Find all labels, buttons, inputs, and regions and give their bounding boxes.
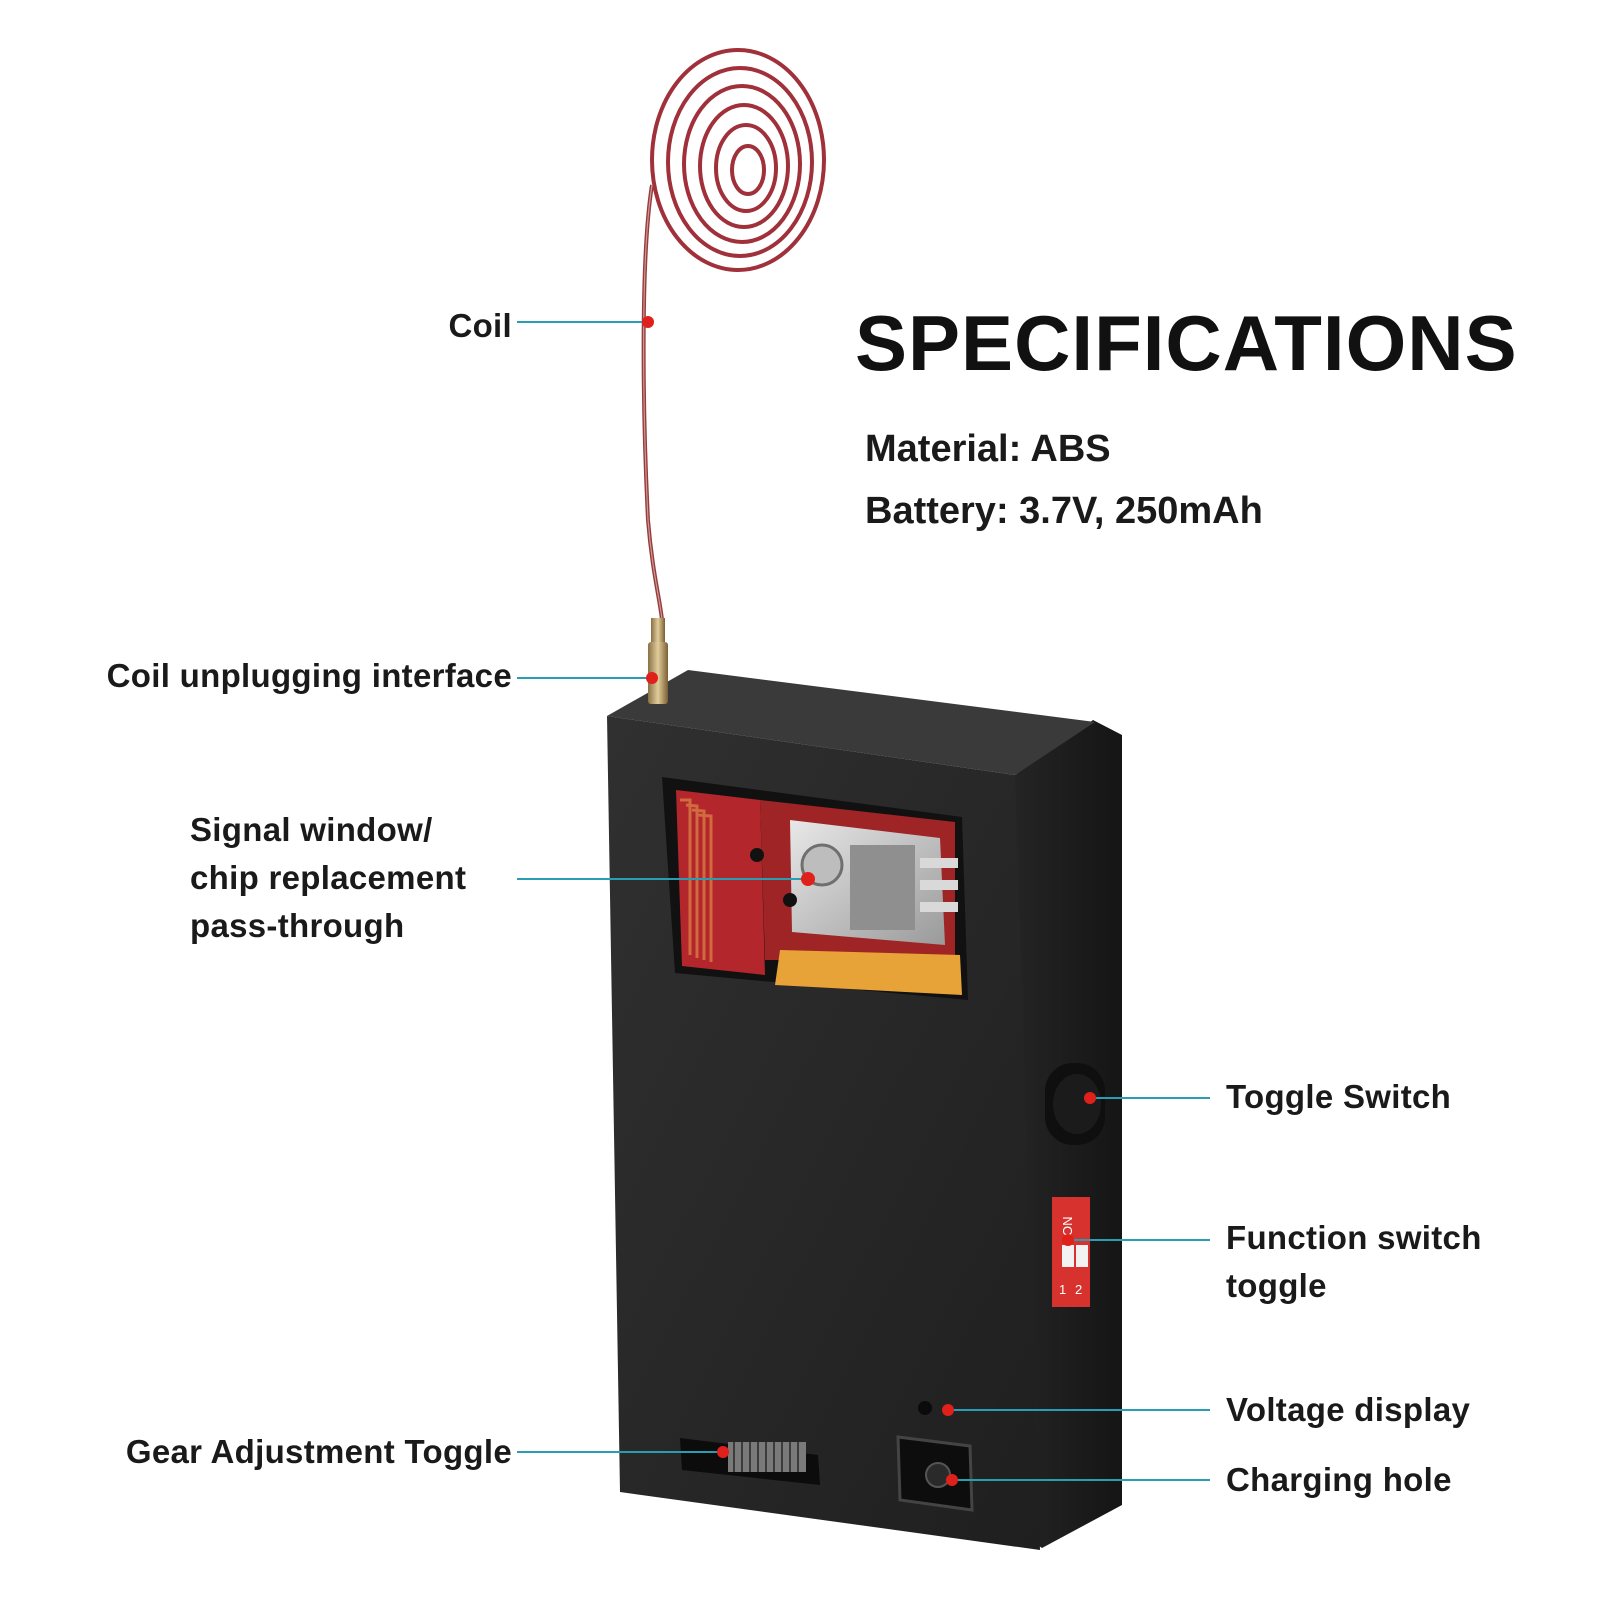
- marker-voltage-display: [942, 1404, 954, 1416]
- label-toggle-switch: Toggle Switch: [1226, 1078, 1452, 1115]
- marker-coil-interface: [646, 672, 658, 684]
- label-signal-window-line2: chip replacement: [190, 858, 467, 896]
- label-coil: Coil: [448, 307, 512, 344]
- dip-2-text: 2: [1075, 1282, 1082, 1297]
- marker-toggle-switch: [1084, 1092, 1096, 1104]
- label-signal-window-line1: Signal window/: [190, 811, 433, 848]
- coil-spiral: [650, 48, 826, 272]
- signal-window: [662, 777, 968, 1000]
- charging-jack: [896, 1435, 974, 1512]
- voltage-display-hole: [918, 1401, 932, 1415]
- coil-connector: [648, 618, 668, 704]
- function-switch: ON 1 2: [1052, 1197, 1090, 1307]
- marker-coil: [642, 316, 654, 328]
- label-voltage-display: Voltage display: [1226, 1391, 1471, 1428]
- leader-lines: [517, 321, 1210, 1481]
- label-function-switch: Function switch toggle: [1226, 1214, 1482, 1310]
- label-charging-hole: Charging hole: [1226, 1461, 1452, 1498]
- label-function-switch-line2: toggle: [1226, 1266, 1327, 1304]
- spec-material: Material: ABS: [865, 428, 1111, 470]
- marker-signal-window: [801, 872, 815, 886]
- specifications-title: SPECIFICATIONS: [855, 299, 1518, 387]
- dip-on-text: ON: [1060, 1217, 1075, 1237]
- case-top: [607, 670, 1095, 775]
- marker-charging-hole: [946, 1474, 958, 1486]
- dip-1-text: 1: [1059, 1282, 1066, 1297]
- marker-gear-adjustment: [717, 1446, 729, 1458]
- toggle-switch: [1045, 1063, 1105, 1145]
- label-signal-window: Signal window/ chip replacement pass-thr…: [190, 806, 466, 950]
- label-function-switch-line1: Function switch: [1226, 1219, 1482, 1256]
- spec-battery: Battery: 3.7V, 250mAh: [865, 490, 1263, 532]
- marker-dots: [642, 316, 1096, 1486]
- gear-wheel: [680, 1438, 820, 1485]
- label-coil-interface: Coil unplugging interface: [106, 657, 512, 694]
- label-signal-window-line3: pass-through: [190, 906, 405, 944]
- label-gear-adjustment: Gear Adjustment Toggle: [125, 1433, 512, 1470]
- marker-function-switch: [1062, 1234, 1074, 1246]
